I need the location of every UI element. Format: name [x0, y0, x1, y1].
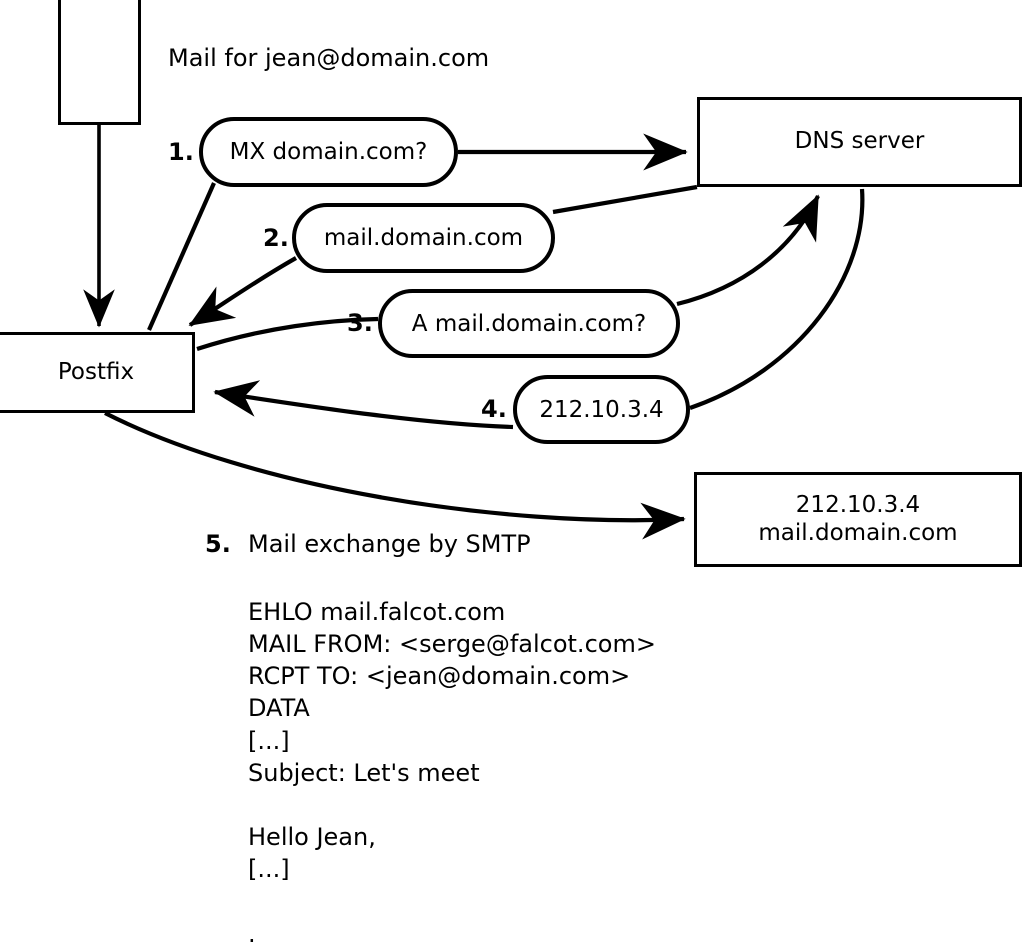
postfix-server-box: Postfix	[0, 332, 195, 413]
step-1-bubble: MX domain.com?	[199, 117, 458, 187]
target-mail-server-hostname: mail.domain.com	[758, 519, 958, 546]
step-2-bubble: mail.domain.com	[292, 203, 555, 273]
incoming-mail-caption: Mail for jean@domain.com	[168, 44, 490, 72]
step-3-bubble: A mail.domain.com?	[378, 289, 680, 358]
step-2-label: mail.domain.com	[323, 225, 524, 251]
connector-dns-to-step2	[552, 184, 698, 215]
step-4-number: 4.	[481, 395, 507, 423]
source-client-box	[58, 0, 141, 125]
step-5-number: 5.	[205, 530, 231, 558]
step-1-label: MX domain.com?	[229, 139, 428, 165]
step-1-number: 1.	[168, 138, 194, 166]
step-4-label: 212.10.3.4	[539, 396, 664, 423]
connector-layer	[83, 125, 865, 540]
step-2-number: 2.	[263, 224, 289, 252]
postfix-server-label: Postfix	[57, 358, 135, 385]
connector-step4-to-postfix	[213, 380, 514, 430]
dns-server-label: DNS server	[794, 128, 925, 155]
target-mail-server-ip: 212.10.3.4	[795, 492, 921, 519]
step-4-bubble: 212.10.3.4	[513, 375, 690, 444]
target-mail-server-box: 212.10.3.4 mail.domain.com	[694, 472, 1022, 567]
connector-dns-to-step4	[689, 188, 865, 410]
step-5-label: Mail exchange by SMTP	[248, 530, 531, 558]
connector-postfix-to-step3	[196, 316, 379, 351]
smtp-session-transcript: EHLO mail.falcot.com MAIL FROM: <serge@f…	[248, 598, 656, 948]
connector-step2-to-postfix	[188, 256, 298, 327]
step-3-label: A mail.domain.com?	[411, 310, 647, 337]
connector-postfix-to-target	[104, 411, 686, 540]
step-3-number: 3.	[347, 309, 373, 337]
connector-postfix-to-step1	[147, 182, 216, 331]
dns-server-box: DNS server	[697, 97, 1022, 187]
connector-step3-to-dns	[676, 194, 820, 307]
